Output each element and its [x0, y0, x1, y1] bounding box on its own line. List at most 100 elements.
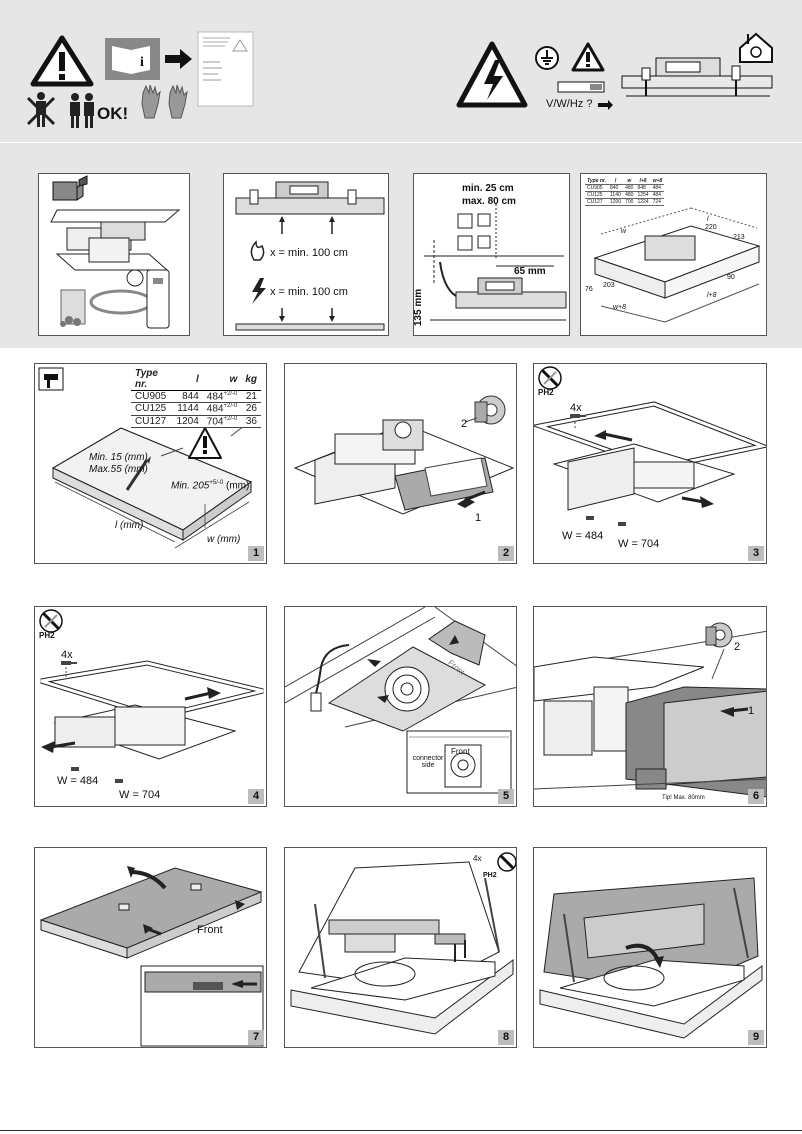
overview-panel-dimensions: Type nr. l w l+8 w+8 CU905 840 480 848 4…: [580, 173, 767, 336]
dim-cell: 480: [623, 184, 636, 192]
w-value: 704: [206, 415, 224, 427]
push-arrow-icon: [231, 980, 243, 988]
dim-cell: 1224: [635, 198, 651, 206]
step-7-panel: Front 7: [34, 847, 267, 1048]
step-number: 1: [248, 546, 264, 561]
warning-triangle-icon: [30, 35, 94, 87]
dim-header: l+8: [635, 178, 651, 185]
house-ground-icon: [739, 32, 773, 63]
tool-label: PH2: [483, 872, 497, 879]
tape-roll-icon: [705, 622, 733, 648]
dim-203: 203: [603, 282, 615, 289]
type-cell: CU905: [131, 390, 173, 404]
callout-2: 2: [734, 641, 741, 653]
kg-header: kg: [241, 368, 261, 391]
step-4-panel: PH2 4x W = 484 W = 704 4: [34, 606, 267, 807]
step1-type-table: Type nr. l w kg CU905 844 484+2/-0 21 CU…: [131, 368, 261, 428]
dim-220: 220: [705, 224, 717, 231]
dim-cell: 1140: [608, 191, 624, 199]
pull-arrow-icon: [700, 496, 714, 508]
safety-symbols: i: [26, 31, 773, 128]
tape-roll-icon: [474, 395, 506, 425]
tolerance: +2/-0: [223, 403, 238, 410]
min-height-text: min. 25 cm: [462, 183, 514, 194]
dim-w8: w+8: [613, 304, 627, 311]
dim-header: w+8: [650, 178, 665, 185]
dim-cell: CU127: [585, 198, 608, 206]
l-cell: 844: [172, 390, 203, 404]
box-icon: [52, 175, 88, 201]
screw-count: 4x: [61, 649, 73, 661]
dim-cell: 840: [608, 184, 624, 192]
l-header: l: [172, 368, 203, 391]
step-number: 6: [748, 789, 764, 804]
depth-text: 135 mm: [413, 288, 425, 327]
dim-w: w: [621, 228, 627, 235]
hob-overview-icon: [621, 57, 773, 97]
front-label-detail: Front: [451, 747, 470, 756]
step-1-panel: Type nr. l w kg CU905 844 484+2/-0 21 CU…: [34, 363, 267, 564]
width-704: W = 704: [618, 538, 660, 550]
min-thickness-text: Min. 15 (mm): [89, 452, 148, 463]
svg-text:i: i: [140, 55, 144, 70]
w-cell: 704+2/-0: [202, 415, 242, 428]
w-dimension-label: w (mm): [207, 534, 241, 545]
screw-icon: [115, 779, 123, 783]
dimension-table: Type nr. l w l+8 w+8 CU905 840 480 848 4…: [585, 178, 665, 206]
overview-panel-distances: x = min. 100 cm x = min. 100 cm: [223, 173, 389, 336]
dim-l: l: [707, 216, 709, 223]
dim-cell: 1200: [608, 198, 624, 206]
min-depth-unit: (mm): [225, 480, 250, 492]
dim-76: 76: [585, 286, 593, 293]
dim-cell: 484: [650, 184, 665, 192]
tip-text: Tip! Max. 80mm: [662, 795, 705, 801]
l-cell: 1204: [172, 415, 203, 428]
kg-cell: 26: [241, 402, 261, 416]
screwdriver-icon: [39, 609, 63, 633]
step-9-panel: 9: [533, 847, 767, 1048]
dim-cell: 1254: [635, 191, 651, 199]
screw-count: 4x: [473, 854, 482, 863]
push-arrow-icon: [207, 687, 221, 699]
connector-side-label: connector side: [412, 755, 444, 769]
warning-triangle-icon: [188, 427, 222, 459]
tolerance: +2/-0: [223, 391, 238, 397]
dim-header: l: [608, 178, 624, 185]
screw-icon: [586, 516, 594, 520]
power-distance-text: x = min. 100 cm: [270, 286, 348, 298]
two-persons-icon: [70, 93, 94, 128]
screw-icon: [618, 522, 626, 526]
w-cell: 484+2/-0: [202, 390, 242, 404]
step-6-panel: 1 2 Tip! Max. 80mm 6: [533, 606, 767, 807]
jigsaw-icon: [38, 367, 64, 391]
flame-icon: [250, 240, 265, 261]
callout-1: 1: [748, 705, 755, 717]
ok-label: OK!: [97, 104, 129, 123]
offset-text: 65 mm: [514, 266, 546, 277]
overview-panel-socket: min. 25 cm max. 80 cm 65 mm 135 mm: [413, 173, 570, 336]
voltage-label: V/W/Hz ?: [546, 98, 593, 110]
width-704: W = 704: [119, 789, 161, 801]
width-484: W = 484: [562, 530, 604, 542]
w-value: 484: [206, 391, 224, 403]
ground-symbol-icon: [535, 46, 559, 70]
single-person-crossed-icon: [26, 92, 56, 127]
fire-distance-text: x = min. 100 cm: [270, 247, 348, 259]
min-depth-value: Min. 205: [171, 480, 210, 492]
kg-cell: 36: [241, 415, 261, 428]
step-8-panel: 4x PH2 8: [284, 847, 517, 1048]
callout-1: 1: [475, 512, 482, 524]
step-number: 4: [248, 789, 264, 804]
tool-label: PH2: [538, 388, 554, 397]
dim-header: Type nr.: [585, 178, 608, 185]
step-number: 9: [748, 1030, 764, 1045]
dim-cell: 484: [650, 191, 665, 199]
screwdriver-icon: [538, 366, 562, 390]
step-number: 5: [498, 789, 514, 804]
min-depth-text: Min. 205+5/-0 (mm): [171, 480, 249, 491]
tolerance: +2/-0: [223, 415, 238, 422]
small-warning-icon: [571, 42, 605, 72]
screw-count: 4x: [570, 402, 582, 414]
step-3-panel: PH2 4x W = 484 W = 704 3: [533, 363, 767, 564]
dim-90: 90: [727, 274, 735, 281]
